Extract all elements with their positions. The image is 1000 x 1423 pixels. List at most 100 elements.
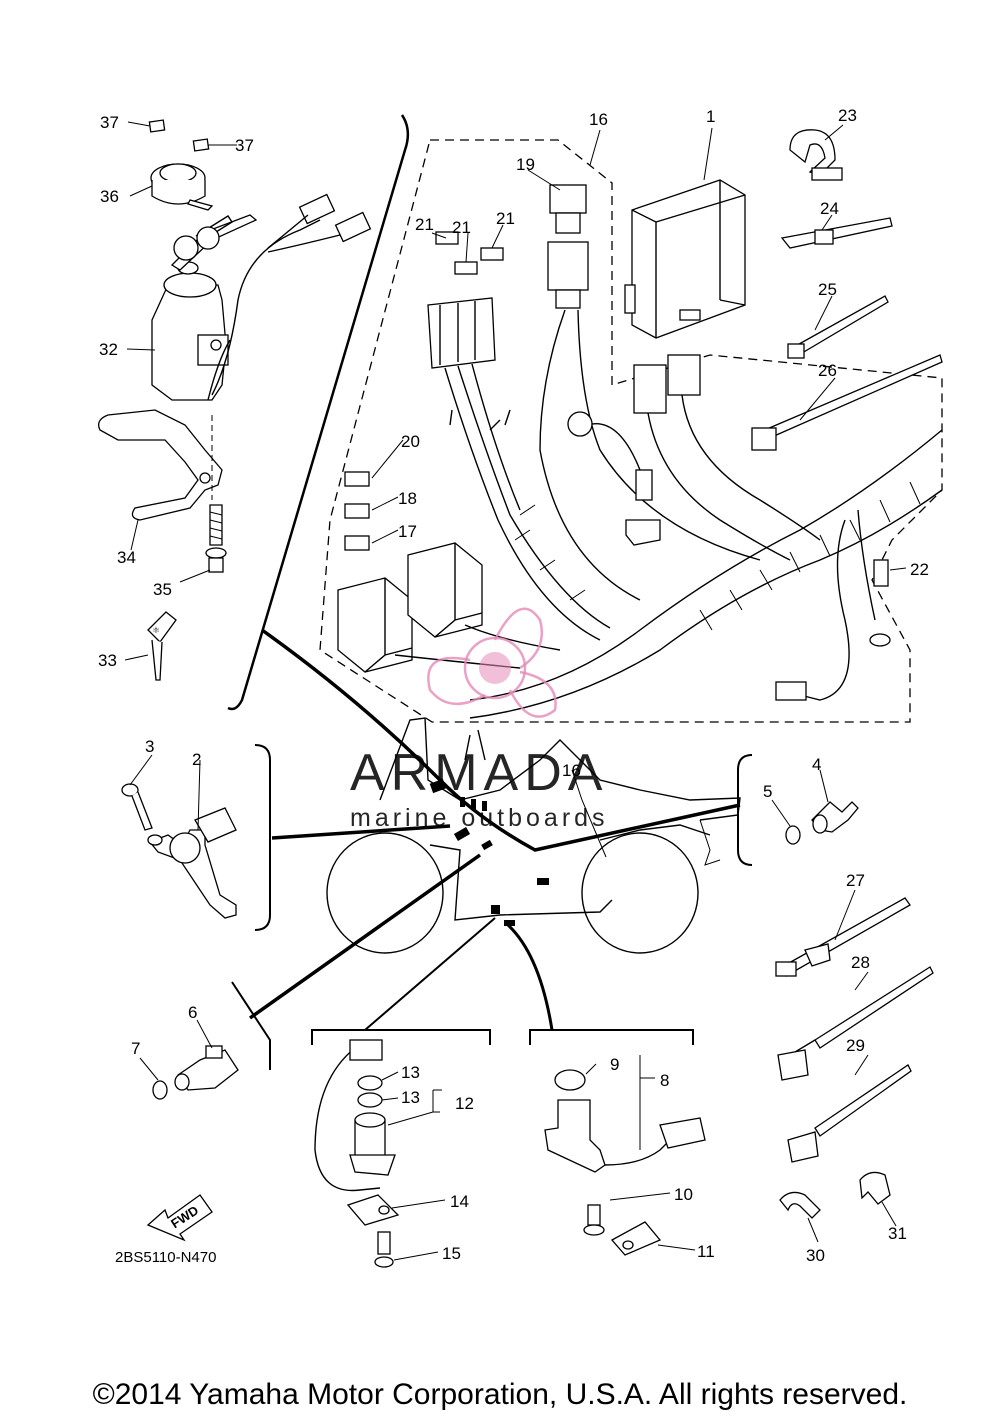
copyright-notice: ©2014 Yamaha Motor Corporation, U.S.A. A… — [92, 1378, 908, 1411]
diagram-code: 2BS5110-N470 — [115, 1249, 216, 1266]
leader-sensor-2 — [271, 824, 451, 840]
callout-12: 12 — [455, 1094, 474, 1113]
sensor-part-8 — [544, 1069, 706, 1256]
callout-28: 28 — [851, 953, 870, 972]
bolt-part-3 — [121, 783, 153, 831]
cable-tie-part-27 — [775, 897, 911, 977]
ignition-switch-part — [151, 214, 258, 401]
capacitor-part — [567, 411, 661, 546]
watermark-tagline: marine outboards — [350, 804, 609, 832]
callout-26: 26 — [818, 361, 837, 380]
callout-37-a: 37 — [100, 113, 119, 132]
inset-frame-ignition — [227, 114, 410, 711]
cable-tie-part-25 — [787, 295, 889, 359]
leader-main-harness — [260, 628, 741, 852]
cable-tie-part-28 — [777, 966, 934, 1081]
big-relays — [337, 542, 561, 673]
callout-3: 3 — [145, 737, 154, 756]
main-harness-top — [469, 429, 943, 701]
ecu-harness-connectors — [633, 354, 821, 561]
fuse-parts-21 — [435, 231, 504, 275]
harness-wire-2 — [457, 365, 611, 629]
callout-leaders — [124, 121, 907, 1261]
callout-29: 29 — [846, 1036, 865, 1055]
key-cover-part — [148, 119, 214, 211]
bolt-part-35 — [205, 504, 227, 573]
sensor-part-12 — [314, 1039, 400, 1268]
relay-connector — [427, 297, 496, 369]
callout-6: 6 — [188, 1003, 197, 1022]
main-harness-bottom — [469, 489, 943, 719]
cable-tie-part-26 — [751, 354, 943, 451]
sensor-part-2 — [147, 807, 237, 919]
callout-35: 35 — [153, 580, 172, 599]
callout-23: 23 — [838, 106, 857, 125]
harness-wire-1 — [444, 367, 601, 641]
switch-part-6 — [174, 1045, 239, 1091]
connector-part-19 — [547, 184, 589, 309]
callout-31: 31 — [888, 1224, 907, 1243]
callout-33: 33 — [98, 651, 117, 670]
ignition-wire-b — [207, 339, 231, 401]
inset-frame-8 — [529, 1029, 694, 1045]
callout-25: 25 — [818, 280, 837, 299]
callout-21-c: 21 — [496, 209, 515, 228]
harness-tape-wraps — [514, 481, 921, 631]
callout-27: 27 — [846, 871, 865, 890]
watermark-brand: ARMADA — [350, 744, 608, 802]
callout-1: 1 — [706, 107, 715, 126]
harness-wire-5 — [577, 309, 761, 561]
leader-switch-6 — [248, 853, 482, 1020]
callout-11: 11 — [697, 1242, 715, 1261]
watermark: ARMADA marine outboards — [350, 607, 609, 832]
inset-frame-12 — [311, 1029, 491, 1045]
callout-16-a: 16 — [589, 110, 608, 129]
callout-13-b: 13 — [401, 1088, 420, 1107]
callout-18: 18 — [398, 489, 417, 508]
inset-frame-6 — [231, 981, 271, 1070]
ground-wire-part — [775, 509, 891, 701]
inset-frame-2 — [254, 744, 271, 931]
callout-24: 24 — [820, 199, 839, 218]
fwd-arrow-icon: FWD — [146, 1194, 213, 1242]
small-relays-17-18-20 — [344, 471, 370, 551]
callout-20: 20 — [401, 432, 420, 451]
callout-17: 17 — [398, 522, 417, 541]
callout-10: 10 — [674, 1185, 693, 1204]
clip-part-31 — [859, 1171, 891, 1205]
callout-8: 8 — [660, 1071, 669, 1090]
key-logo: ⚛ — [152, 625, 160, 635]
callout-21-b: 21 — [452, 218, 471, 237]
inset-frame-4 — [737, 754, 753, 866]
harness-wire-3 — [471, 363, 521, 511]
clip-part-23 — [789, 129, 843, 181]
callout-19: 19 — [516, 155, 535, 174]
leader-sensor-8 — [506, 923, 554, 1031]
cable-tie-part-29 — [787, 1064, 912, 1163]
washer-part-7 — [152, 1080, 168, 1100]
callout-7: 7 — [131, 1039, 140, 1058]
callout-37-b: 37 — [235, 136, 254, 155]
bracket-part — [97, 409, 223, 521]
callout-5: 5 — [763, 782, 772, 801]
cable-tie-part-24 — [780, 217, 893, 249]
key-part: ⚛ — [147, 611, 177, 681]
ignition-connector — [267, 193, 372, 253]
leader-sensor-12 — [364, 917, 496, 1031]
callout-36: 36 — [100, 187, 119, 206]
callout-32: 32 — [99, 340, 118, 359]
callout-22: 22 — [910, 560, 929, 579]
callout-9: 9 — [610, 1055, 619, 1074]
ignition-wire — [211, 219, 321, 396]
callout-2: 2 — [192, 750, 201, 769]
callout-30: 30 — [806, 1246, 825, 1265]
washer-part-5 — [785, 825, 801, 845]
callout-15: 15 — [442, 1244, 461, 1263]
ecu-part — [624, 179, 746, 339]
switch-part-4 — [811, 801, 859, 834]
callout-34: 34 — [117, 548, 136, 567]
callout-13-a: 13 — [401, 1063, 420, 1082]
harness-wire-4 — [539, 309, 641, 601]
harness-group-boundary — [319, 139, 943, 723]
